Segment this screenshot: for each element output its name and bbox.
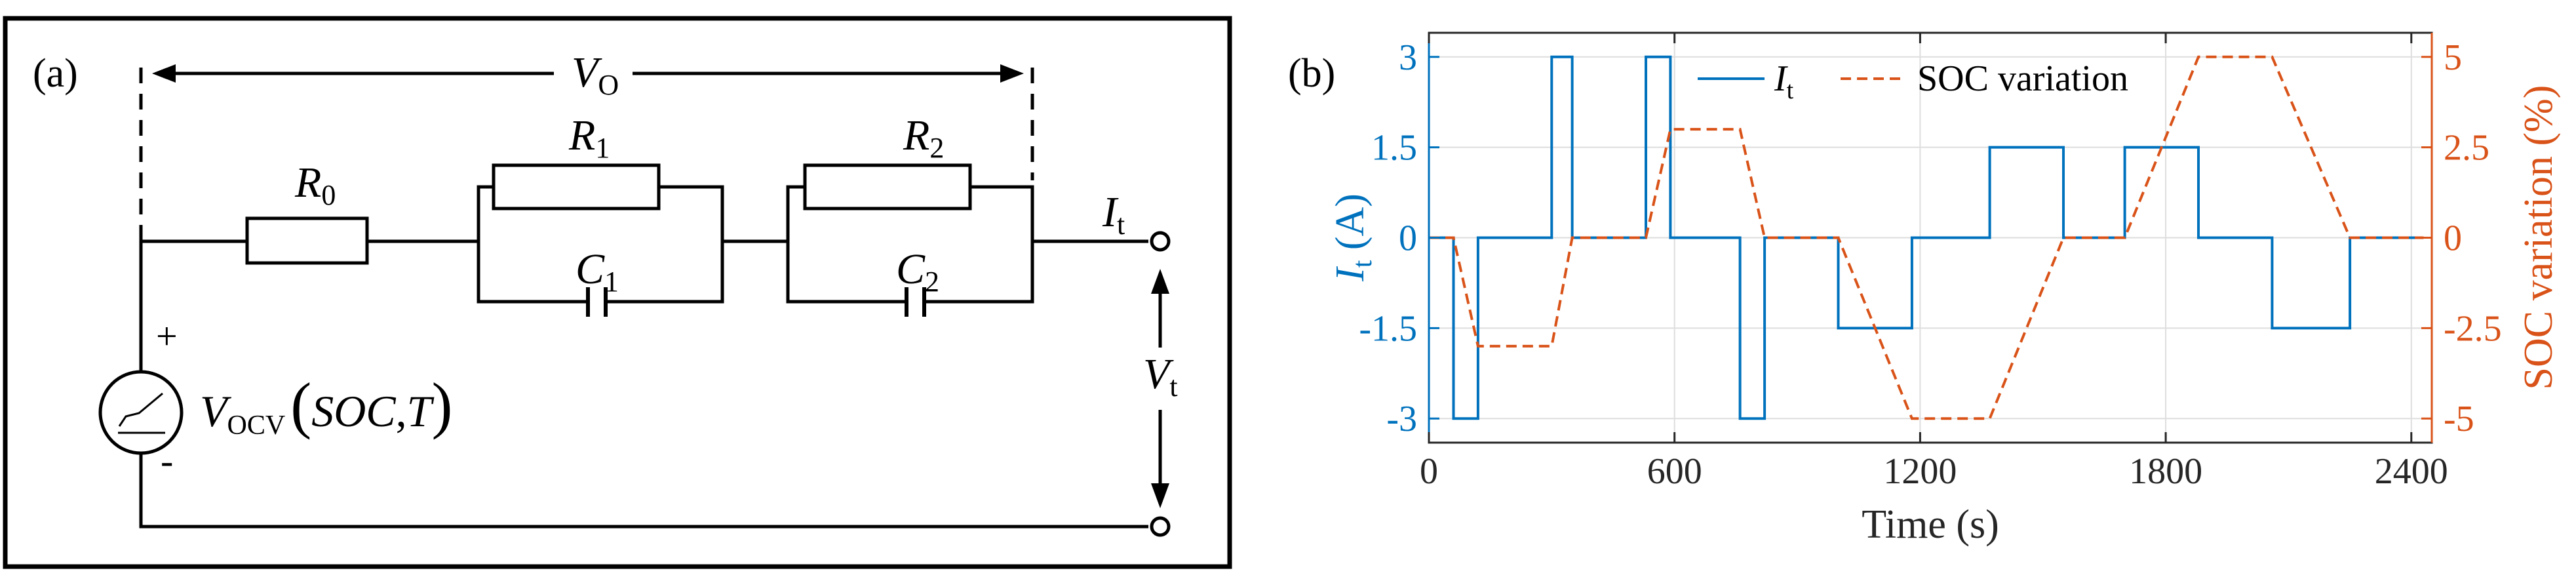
it-label: It <box>1102 188 1125 241</box>
chart-ticks: 0 600 1200 1800 2400 -3 -1.5 0 1.5 3 -5 -2.5 0 2.5 5 <box>1359 33 2502 492</box>
r1-resistor-body <box>492 163 661 210</box>
vo-label: VO <box>572 49 619 101</box>
soc-series-line <box>1429 55 2424 420</box>
right-tick-label: -5 <box>2444 399 2474 439</box>
panel-a: (a) VO R0 R1 <box>3 16 1232 569</box>
left-axis-title: It (A) <box>1328 193 1378 282</box>
x-axis-title: Time (s) <box>1862 502 1999 547</box>
right-tick-label: 0 <box>2444 218 2462 259</box>
vo-dimension: VO <box>139 49 1034 243</box>
left-tick-label: 1.5 <box>1371 128 1417 169</box>
rc2-right-rail <box>934 185 1034 304</box>
r1-label: R1 <box>568 111 610 164</box>
right-tick-label: 2.5 <box>2444 128 2489 169</box>
chart-legend: It SOC variation <box>1698 58 2128 104</box>
vt-label: Vt <box>1143 350 1178 403</box>
left-tick-label: 3 <box>1399 37 1417 78</box>
left-tick-label: -3 <box>1386 399 1417 439</box>
right-tick-label: 5 <box>2444 37 2462 78</box>
c2-label: C2 <box>896 245 939 298</box>
legend-soc-label: SOC variation <box>1917 58 2128 99</box>
top-terminal <box>1150 231 1171 252</box>
panel-a-border <box>3 16 1232 569</box>
left-tick-label: -1.5 <box>1359 308 1417 349</box>
vocv-label: VOCV(SOC,T) <box>200 370 452 441</box>
x-tick-label: 1200 <box>1883 451 1957 492</box>
c1-label: C1 <box>576 245 619 298</box>
ocv-curve-icon <box>118 392 163 427</box>
vo-arrowhead-left <box>152 64 176 83</box>
x-tick-label: 2400 <box>2375 451 2448 492</box>
left-tick-label: 0 <box>1399 218 1417 259</box>
wire-source-to-r0 <box>139 239 247 371</box>
rc1-right-rail <box>616 185 724 304</box>
panel-b: (b) 0 600 1200 1800 2400 -3 -1.5 0 1.5 3 -5 -2.5 0 2.… <box>1288 31 2561 547</box>
ocv-plus-sign: + <box>156 315 178 357</box>
rc2-left-rail <box>786 185 898 304</box>
right-tick-label: -2.5 <box>2444 308 2502 349</box>
rc-branch-2: R2 C2 <box>786 111 1034 317</box>
vo-arrowhead-right <box>1000 64 1024 83</box>
right-axis-title: SOC variation (%) <box>2516 85 2561 390</box>
ocv-minus-sign: - <box>161 439 173 482</box>
r2-resistor-body <box>803 163 972 210</box>
panel-a-label: (a) <box>33 51 78 96</box>
vt-arrowhead-up <box>1151 269 1169 294</box>
rc1-left-rail <box>477 185 580 304</box>
panel-b-label: (b) <box>1288 51 1335 96</box>
r0-resistor-body <box>245 216 369 265</box>
r2-label: R2 <box>903 111 944 164</box>
r0-resistor: R0 <box>245 159 369 265</box>
legend-it-label: It <box>1774 58 1794 104</box>
bottom-terminal <box>1150 516 1171 537</box>
vt-arrowhead-down <box>1151 483 1169 508</box>
ocv-source: + - VOCV(SOC,T) <box>98 315 452 482</box>
x-tick-label: 1800 <box>2129 451 2202 492</box>
wire-source-to-bottom-terminal <box>139 454 1148 529</box>
circuit-wires <box>139 239 1148 529</box>
x-tick-label: 0 <box>1420 451 1438 492</box>
output-terminals: It Vt <box>1102 188 1178 537</box>
rc-branch-1: R1 C1 <box>477 111 724 317</box>
x-tick-label: 600 <box>1647 451 1702 492</box>
chart-series <box>1429 55 2424 420</box>
r0-label: R0 <box>294 159 336 211</box>
